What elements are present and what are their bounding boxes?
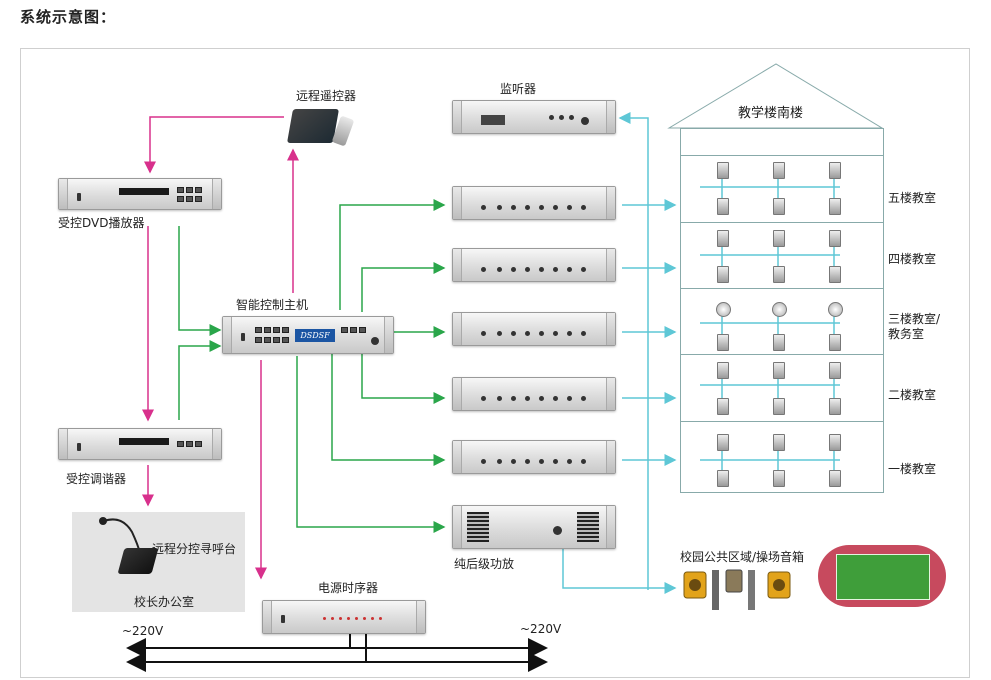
amplifier-floor1 [452,440,616,474]
speaker [717,434,729,451]
campus-horn-cone-1 [689,579,701,591]
controller-label: 智能控制主机 [236,298,309,312]
speaker [829,198,841,215]
page-title: 系统示意图： [20,8,117,26]
smart-controller-device: DSDSF [222,316,394,354]
speaker [829,266,841,283]
speaker [829,230,841,247]
power-amplifier-device [452,505,616,549]
campus-speakers-label: 校园公共区域/操场音箱 [680,550,805,564]
floor5-wiring [700,176,840,200]
ceiling-speaker [772,302,787,317]
floor4-wiring [700,244,840,268]
voltage-label-right: ~220V [520,622,562,636]
campus-column-speaker [725,569,743,593]
floor2-wiring [700,374,840,398]
speaker [773,470,785,487]
floor-divider [680,354,884,355]
floor-label-5: 五楼教室 [888,191,937,205]
amplifier-floor5 [452,186,616,220]
campus-lawn-speaker-1 [712,570,719,610]
floor-label-2: 二楼教室 [888,388,937,402]
tuner-to-controller-link [178,340,222,420]
floor-divider [680,288,884,289]
speaker [829,162,841,179]
speaker [773,362,785,379]
ceiling-speaker [716,302,731,317]
speaker [717,266,729,283]
campus-lawn-speaker-2 [748,570,755,610]
power-amp-label: 纯后级功放 [454,557,515,571]
speaker [829,334,841,351]
speaker [773,434,785,451]
floor-divider [680,222,884,223]
voltage-label-left: ~220V [122,624,164,638]
floor1-wiring [700,449,840,473]
office-label: 校长办公室 [134,595,195,609]
sports-field-grass [836,554,930,600]
speaker [829,362,841,379]
controller-display: DSDSF [295,329,335,342]
building-label: 教学楼南楼 [738,106,804,121]
power-sequencer-device [262,600,426,634]
sequencer-label: 电源时序器 [318,581,379,595]
paging-label: 远程分控寻呼台 [152,542,237,556]
paging-mic-head [99,517,107,525]
speaker [717,162,729,179]
remote-to-dvd-link [144,116,284,174]
tuner-device [58,428,222,460]
floors-to-monitor-bus [618,112,649,590]
monitor-device [452,100,616,134]
speaker [717,198,729,215]
floor-divider [680,421,884,422]
paging-mic-neck [103,518,141,554]
diagram-frame [20,48,970,678]
speaker [717,230,729,247]
controller-to-amp1-link [331,354,446,466]
dvd-player-device [58,178,222,210]
principal-office-box [72,512,245,612]
floor-label-4: 四楼教室 [888,252,937,266]
floor3-wiring [700,312,840,336]
speaker [717,398,729,415]
floor-divider [680,155,884,156]
teaching-building [680,128,884,493]
remote-receiver-device [287,109,339,143]
power-amp-to-campus-link [562,548,677,594]
floor-label-1: 一楼教室 [888,462,937,476]
ceiling-speaker [828,302,843,317]
controller-to-amp4-link [361,262,446,312]
speaker [773,230,785,247]
speaker [773,398,785,415]
dvd-label: 受控DVD播放器 [58,216,145,230]
tuner-label: 受控调谐器 [66,472,127,486]
controller-to-amp5-link [339,199,446,310]
speaker [829,470,841,487]
remote-label: 远程遥控器 [296,89,357,103]
amplifier-floor3 [452,312,616,346]
speaker [717,334,729,351]
speaker [773,198,785,215]
speaker [773,266,785,283]
monitor-label: 监听器 [500,82,537,96]
amplifier-floor4 [452,248,616,282]
floor-label-3: 三楼教室/ 教务室 [888,312,941,341]
sports-field [818,545,946,607]
controller-to-power-amp-link [296,356,446,533]
controller-to-amp2-link [361,352,446,404]
amplifier-floor2 [452,377,616,411]
speaker [773,334,785,351]
speaker [773,162,785,179]
speaker [717,362,729,379]
speaker [717,470,729,487]
speaker [829,434,841,451]
speaker [829,398,841,415]
dvd-to-controller-link [178,226,222,336]
campus-horn-cone-2 [773,579,785,591]
building-roof [667,63,884,129]
